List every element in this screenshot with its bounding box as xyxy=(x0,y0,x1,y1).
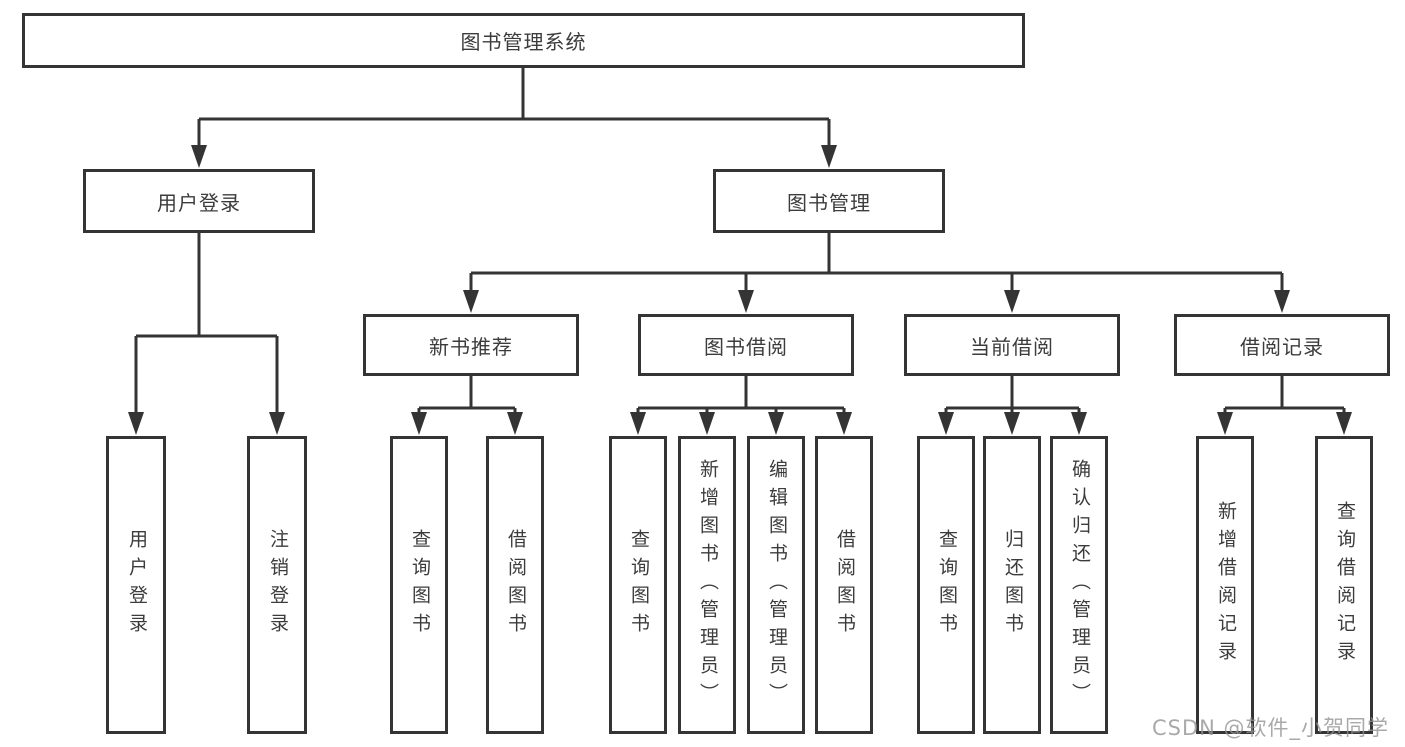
node-query-books-borrowing: 查询图书 xyxy=(609,436,667,734)
watermark: CSDN @软件_小贺同学 xyxy=(1152,716,1390,740)
leaf-label: 借阅图书 xyxy=(833,529,856,641)
node-query-borrow-record: 查询借阅记录 xyxy=(1315,436,1373,734)
leaf-label: 查询图书 xyxy=(935,529,958,641)
leaf-label: 新增借阅记录 xyxy=(1214,501,1237,669)
leaf-label: 查询图书 xyxy=(408,529,431,641)
node-borrowing-records: 借阅记录 xyxy=(1174,314,1390,376)
node-edit-book-admin: 编辑图书（管理员） xyxy=(747,436,805,734)
node-borrow-books-borrowing: 借阅图书 xyxy=(815,436,873,734)
node-current-borrowing: 当前借阅 xyxy=(904,314,1120,376)
node-add-borrow-record: 新增借阅记录 xyxy=(1196,436,1254,734)
node-add-book-admin: 新增图书（管理员） xyxy=(678,436,736,734)
leaf-label: 用户登录 xyxy=(125,529,148,641)
node-book-management: 图书管理 xyxy=(713,169,945,233)
node-query-books-recommend: 查询图书 xyxy=(390,436,448,734)
leaf-label: 借阅图书 xyxy=(504,529,527,641)
leaf-label: 查询图书 xyxy=(627,529,650,641)
leaf-label: 新增图书（管理员） xyxy=(696,459,719,711)
node-user-login: 用户登录 xyxy=(83,169,315,233)
leaf-label: 注销登录 xyxy=(266,529,289,641)
node-new-book-recommendation: 新书推荐 xyxy=(363,314,579,376)
leaf-label: 编辑图书（管理员） xyxy=(765,459,788,711)
leaf-label: 归还图书 xyxy=(1001,529,1024,641)
node-user-login-leaf: 用户登录 xyxy=(106,436,166,734)
node-book-borrowing: 图书借阅 xyxy=(638,314,854,376)
node-return-books: 归还图书 xyxy=(983,436,1041,734)
node-logout: 注销登录 xyxy=(247,436,307,734)
leaf-label: 查询借阅记录 xyxy=(1333,501,1356,669)
node-library-management-system: 图书管理系统 xyxy=(22,13,1025,68)
leaf-label: 确认归还（管理员） xyxy=(1068,459,1091,711)
node-query-books-current: 查询图书 xyxy=(917,436,975,734)
node-confirm-return-admin: 确认归还（管理员） xyxy=(1050,436,1108,734)
node-borrow-books-recommend: 借阅图书 xyxy=(486,436,544,734)
